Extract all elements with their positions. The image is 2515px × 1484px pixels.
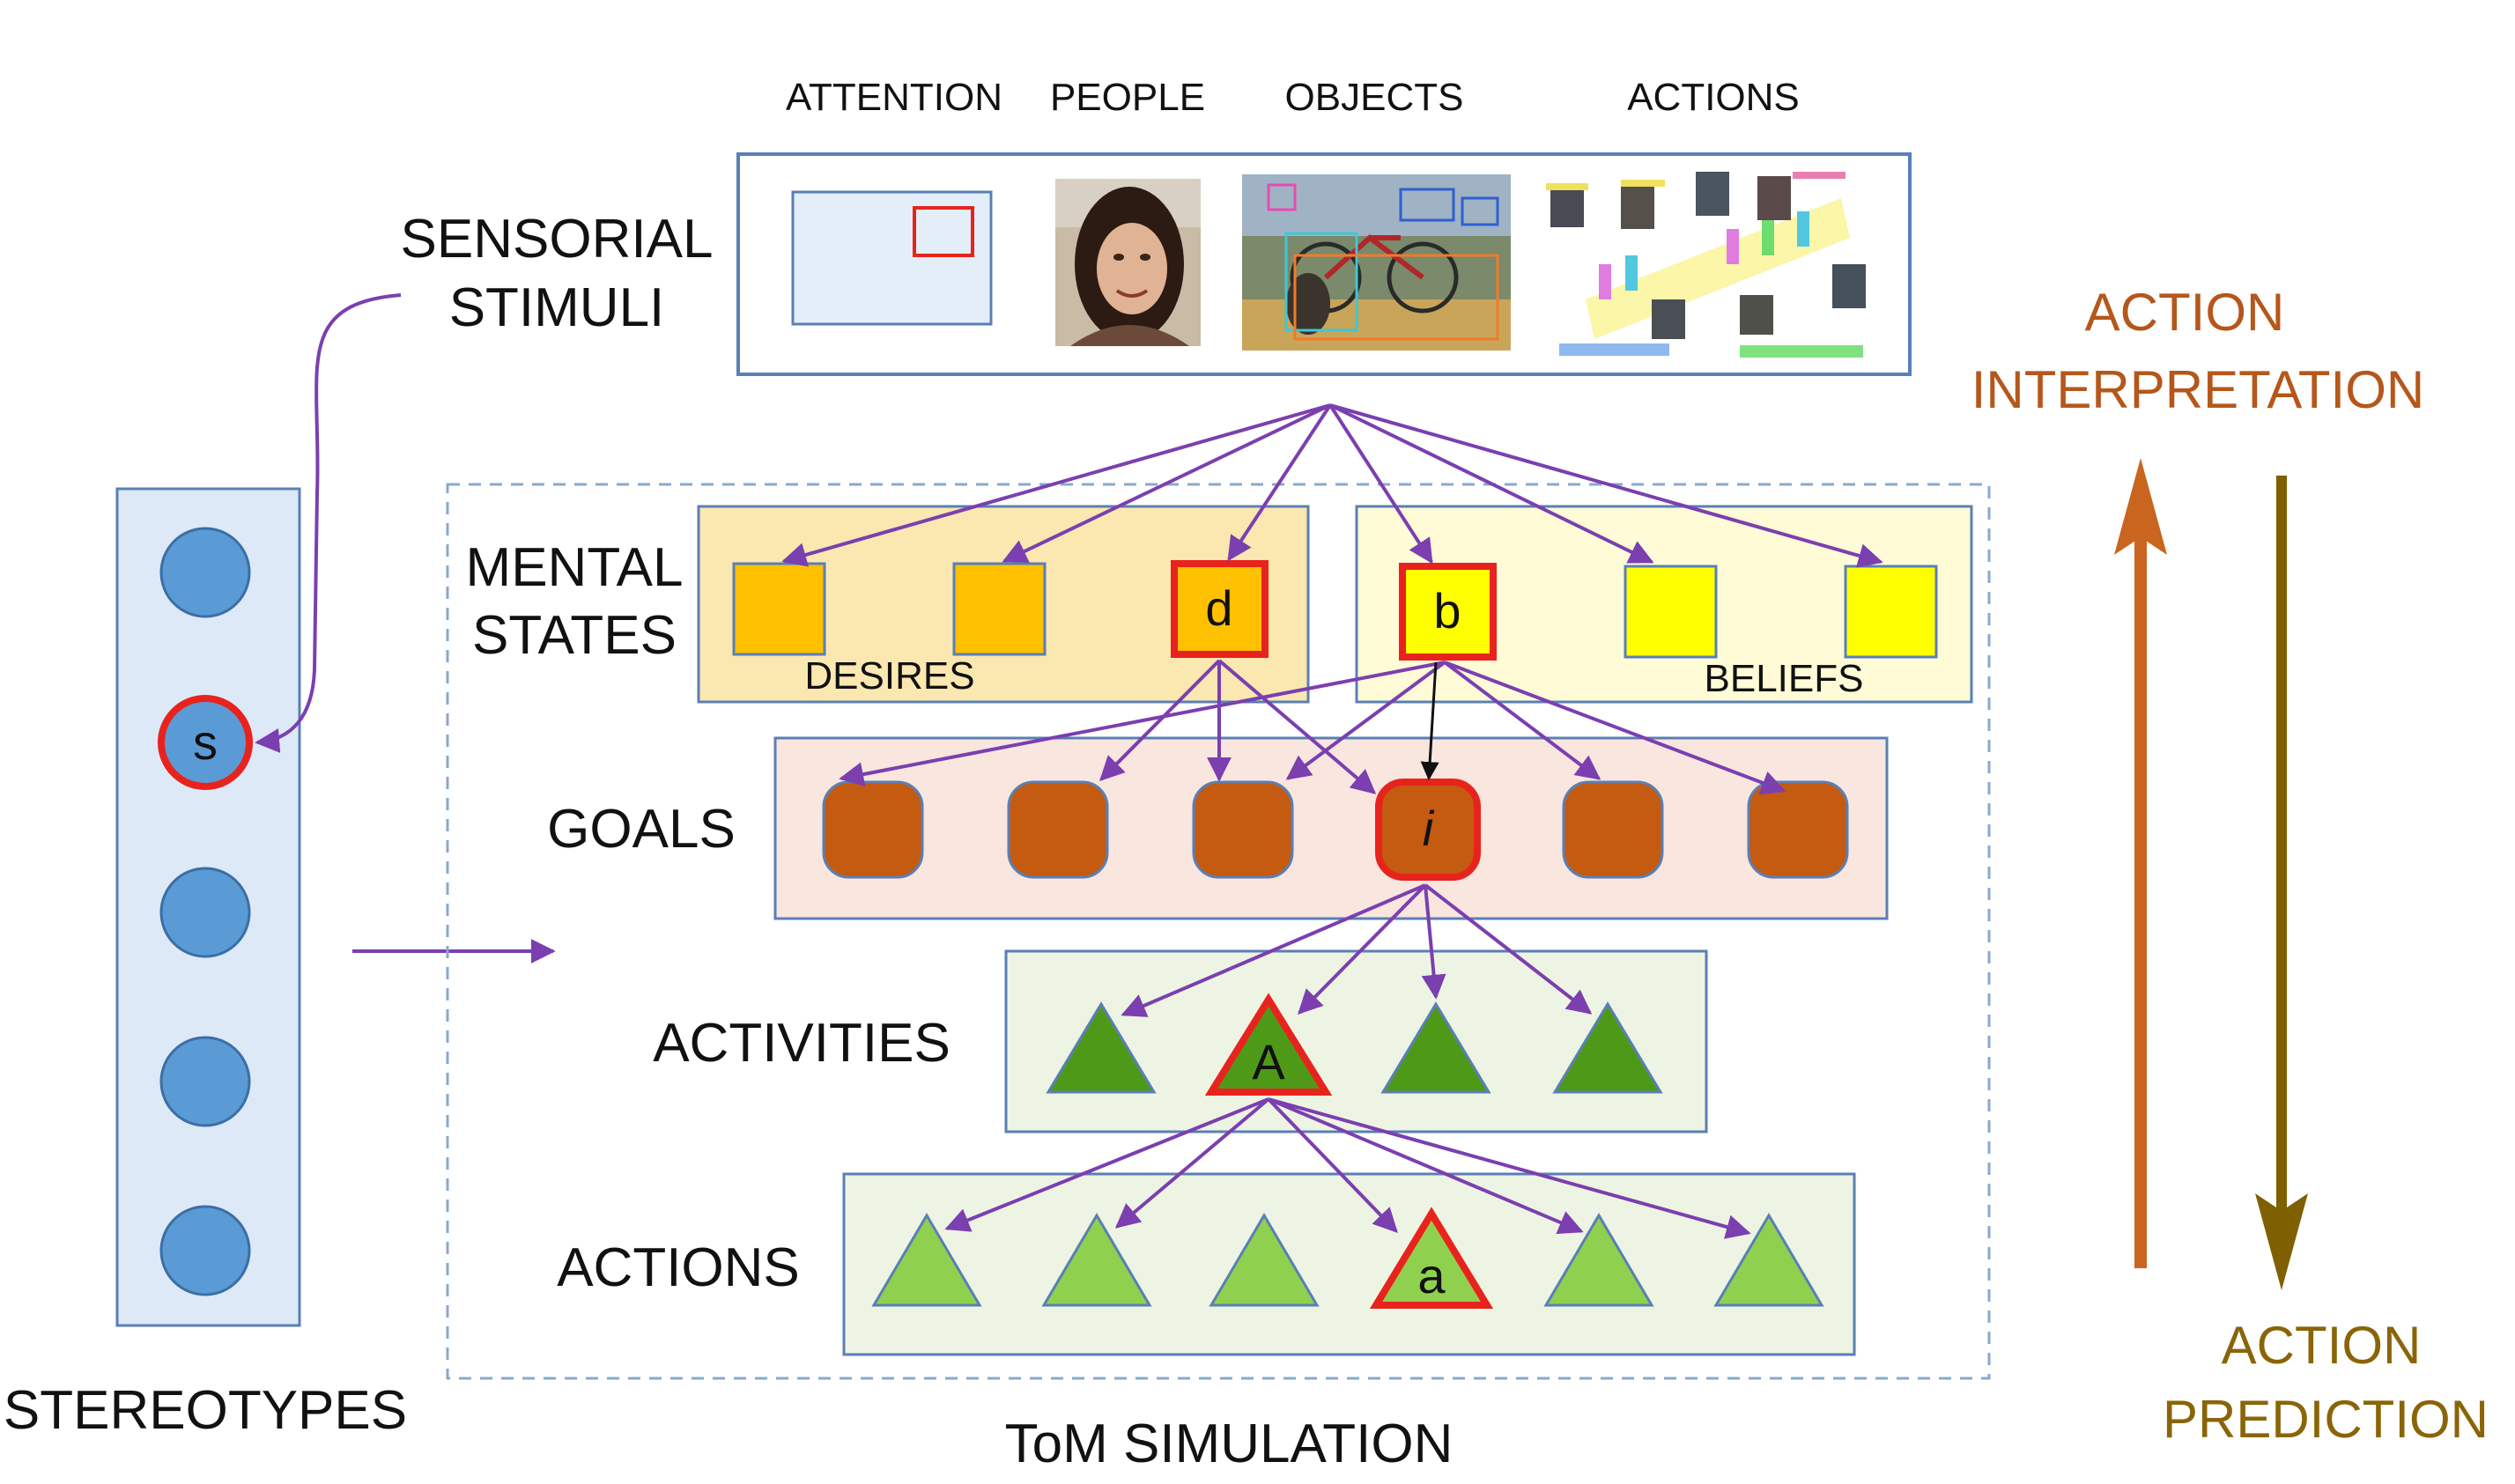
desires-label: DESIRES [804,654,974,698]
action-node-a [1369,1207,1494,1309]
mental-states-label-line2: STATES [472,605,677,666]
interpretation-label-line1: ACTION [2085,283,2285,342]
action-node-6 [1713,1213,1824,1307]
stereotype-node-3 [159,867,251,958]
desire-node-d [1171,560,1269,658]
stereotype-node-4 [159,1036,251,1127]
header-people-label: PEOPLE [1050,76,1205,119]
prediction-label-line1: ACTION [2222,1316,2422,1375]
interpretation-label-line2: INTERPRETATION [1971,360,2424,419]
tom-simulation-frame [446,483,1991,1380]
goal-node-3 [1192,780,1294,879]
goal-node-5 [1562,780,1664,879]
belief-node-b [1399,563,1497,661]
desire-node-1 [732,562,826,656]
goal-node-1 [822,780,924,879]
activity-node-4 [1552,1001,1663,1094]
belief-node-3 [1844,565,1938,659]
action-node-2 [1041,1213,1152,1307]
objects-photo [1242,174,1511,351]
goals-panel [773,736,1889,920]
stereotype-node-letter: s [193,714,218,770]
activity-node-3 [1380,1001,1491,1094]
sensorial-label-line1: SENSORIAL [401,209,714,269]
person-photo [1055,179,1201,346]
header-attention-label: ATTENTION [786,76,1002,119]
prediction-down-arrow [2255,476,2308,1290]
prediction-label-line2: PREDICTION [2163,1390,2489,1449]
action-node-letter: a [1417,1248,1446,1303]
mental-states-label-line1: MENTAL [466,537,684,598]
belief-node-2 [1624,565,1718,659]
goals-label: GOALS [547,799,736,860]
goal-node-6 [1747,780,1849,879]
interpretation-up-arrow [2114,458,2167,1268]
mental-to-goal-arrows [839,659,1786,795]
header-actions-label: ACTIONS [1627,76,1800,119]
action-node-3 [1209,1213,1320,1307]
header-objects-label: OBJECTS [1285,76,1464,119]
goal-to-activity-arrows [1121,883,1593,1017]
sensorial-label-line2: STIMULI [449,277,665,338]
goal-node-2 [1007,780,1109,879]
actions-figure [1546,167,1898,361]
stereotype-node-s [158,695,253,790]
stimuli-to-mental-arrows [781,403,1883,568]
activity-node-letter: A [1252,1034,1285,1089]
actions-panel [842,1172,1856,1356]
stereotypes-label: STEREOTYPES [4,1380,407,1441]
activity-to-action-arrows [944,1097,1751,1239]
desire-node-letter: d [1205,580,1232,636]
stimuli-to-stereotype-arrow [255,293,402,753]
action-node-5 [1543,1213,1654,1307]
goal-node-i [1375,779,1481,881]
stereotype-node-1 [159,527,251,618]
stereotype-node-5 [159,1205,251,1296]
goal-node-letter: i [1423,801,1435,856]
belief-to-goal-i-arrow [1420,661,1439,781]
belief-node-letter: b [1433,583,1461,639]
activities-label: ACTIVITIES [653,1013,951,1074]
tom-simulation-label: ToM SIMULATION [1005,1414,1454,1474]
activity-node-a [1204,993,1333,1096]
actions-row-label: ACTIONS [557,1237,800,1298]
beliefs-label: BELIEFS [1705,657,1864,700]
action-node-1 [871,1213,982,1307]
desire-node-2 [952,562,1047,656]
attention-thumbnail [791,190,993,326]
activity-node-1 [1046,1001,1157,1094]
